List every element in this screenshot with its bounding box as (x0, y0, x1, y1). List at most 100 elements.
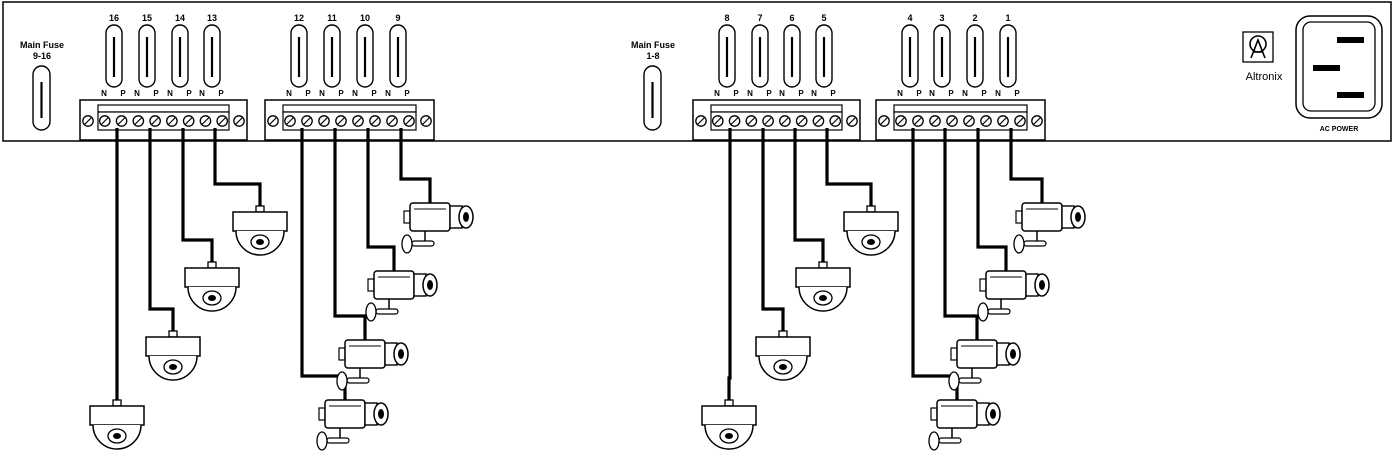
screw-slot (100, 117, 109, 125)
dome-base (795, 267, 851, 288)
dome-mount (255, 205, 265, 213)
screw-slot (713, 117, 722, 125)
dome-base (755, 336, 811, 357)
camera (365, 128, 438, 322)
screw-slot (880, 117, 888, 125)
dome-base (701, 405, 757, 426)
screw-slot (1033, 117, 1041, 125)
camera-wire (976, 128, 1008, 271)
terminal-label-p: P (733, 89, 739, 98)
screw-slot (914, 117, 922, 125)
screw-slot (831, 117, 840, 125)
camera-back (930, 407, 938, 421)
fuse-number: 14 (175, 13, 185, 23)
dome-base (89, 405, 145, 426)
camera-body (324, 399, 366, 429)
camera-wire (943, 128, 979, 340)
terminal-label-n: N (714, 89, 720, 98)
dome-lens-center (867, 239, 875, 245)
camera-back (318, 407, 326, 421)
screw-slot (84, 117, 92, 125)
camera-lens-glass (463, 212, 469, 222)
terminal-label-n: N (101, 89, 107, 98)
fuse-number: 3 (939, 13, 944, 23)
terminal-label-n: N (962, 89, 968, 98)
screw-slot (999, 117, 1007, 125)
fuse-number: 10 (360, 13, 370, 23)
camera-wire (727, 128, 732, 400)
fuse-number: 11 (327, 13, 337, 23)
camera-mount-plate (987, 308, 1011, 315)
fuse-number: 13 (207, 13, 217, 23)
camera (1009, 128, 1086, 254)
camera-mount-base (928, 431, 940, 451)
main-fuse-9-16: Main Fuse 9-16 (20, 40, 64, 131)
camera-wire (181, 128, 214, 262)
terminal-label-n: N (319, 89, 325, 98)
ac-power-label: AC POWER (1320, 126, 1359, 133)
dome-base (145, 336, 201, 357)
screw-slot (235, 117, 243, 125)
camera (181, 128, 240, 312)
terminal-label-p: P (371, 89, 377, 98)
camera-back (1015, 210, 1023, 224)
screw-slot (354, 117, 362, 125)
camera-mount-plate (411, 240, 435, 247)
screw-slot (117, 117, 126, 125)
terminal-label-n: N (747, 89, 753, 98)
camera (793, 128, 851, 312)
camera (399, 128, 474, 254)
terminal-label-p: P (186, 89, 192, 98)
fuse-number: 8 (724, 13, 729, 23)
dome-lens-center (256, 239, 264, 245)
logo-box (1242, 31, 1274, 63)
main-fuse-range: 1-8 (646, 51, 659, 61)
camera-body (956, 339, 998, 369)
camera-body (409, 202, 451, 232)
prong (1337, 92, 1364, 98)
dome-lens-center (169, 364, 177, 370)
camera-lens-glass (427, 280, 433, 290)
screw-slot (388, 117, 396, 125)
camera-lens-glass (378, 409, 384, 419)
main-fuse-range: 9-16 (33, 51, 51, 61)
dome-base (843, 211, 899, 232)
screw-slot (797, 117, 806, 125)
camera-back (367, 278, 375, 292)
camera-wire (399, 128, 432, 203)
camera-mount-base (977, 302, 989, 322)
screw-slot (269, 117, 277, 125)
screw-slot (897, 117, 905, 125)
camera-mount-plate (346, 377, 370, 384)
fuse-number: 15 (142, 13, 152, 23)
fuse-number: 2 (972, 13, 977, 23)
camera-wire (1009, 128, 1044, 203)
fuse-number: 4 (907, 13, 912, 23)
camera-back (950, 347, 958, 361)
camera (89, 128, 145, 450)
dome-lens-center (725, 433, 733, 439)
terminal-strip-top (893, 104, 1028, 113)
camera (145, 128, 201, 381)
screw-slot (184, 117, 193, 125)
camera-wire (213, 128, 262, 206)
screw-slot (965, 117, 973, 125)
screw-slot (780, 117, 789, 125)
prong (1313, 65, 1340, 71)
camera (755, 128, 811, 381)
altronix-logo: Altronix (1242, 31, 1283, 83)
terminal-label-p: P (305, 89, 311, 98)
screw-slot (151, 117, 160, 125)
terminal-label-p: P (981, 89, 987, 98)
camera-wire (793, 128, 825, 262)
camera-mount-plate (938, 437, 962, 444)
camera-lens-glass (1010, 349, 1016, 359)
fuse-number: 1 (1005, 13, 1010, 23)
main-fuse-title: Main Fuse (631, 40, 675, 50)
terminal-label-n: N (385, 89, 391, 98)
screw-slot (764, 117, 773, 125)
camera-mount-base (401, 234, 413, 254)
screw-slot (218, 117, 227, 125)
